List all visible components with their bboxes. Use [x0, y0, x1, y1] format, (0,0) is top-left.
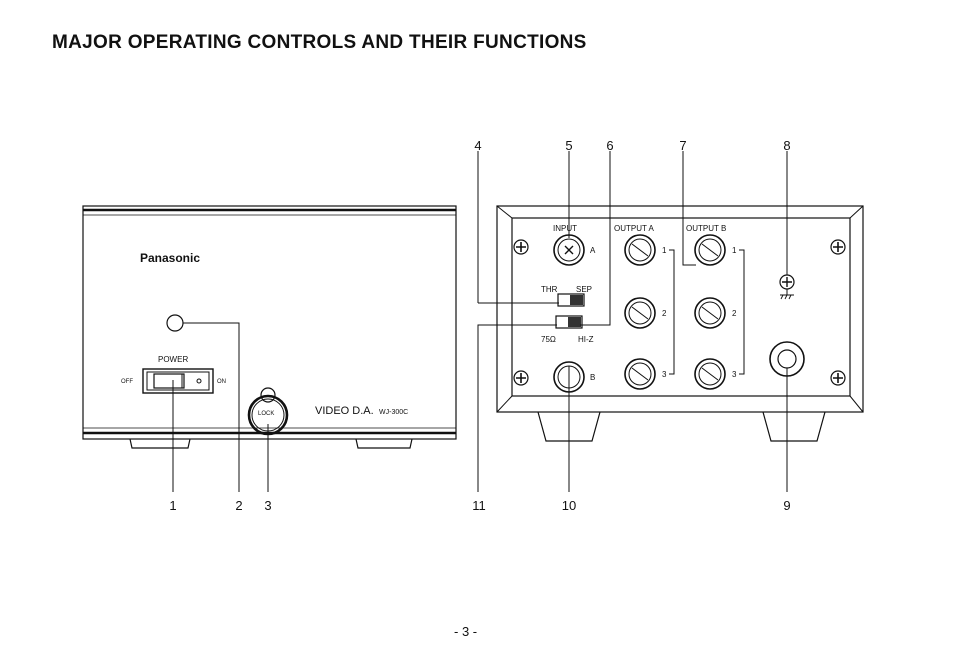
output-a-3-connector[interactable] — [624, 358, 656, 390]
callout-1: 1 — [169, 498, 176, 513]
callout-3: 3 — [264, 498, 271, 513]
output-a-2-connector[interactable] — [624, 297, 656, 329]
input-a-mark: A — [590, 246, 596, 255]
screw-icon — [513, 239, 529, 255]
input-b-connector[interactable] — [553, 361, 585, 393]
screw-icon — [513, 370, 529, 386]
leader-2 — [183, 322, 240, 492]
front-panel: Panasonic POWER OFF ON LOCK VIDEO D.A. W… — [82, 205, 457, 449]
output-b-3-connector[interactable] — [694, 358, 726, 390]
callout-8: 8 — [783, 138, 790, 153]
callout-5: 5 — [565, 138, 572, 153]
leader-11 — [477, 324, 557, 492]
on-label: ON — [217, 379, 226, 385]
ground-icon — [780, 289, 794, 300]
lock-label: LOCK — [258, 411, 274, 417]
input-label: INPUT — [553, 224, 577, 233]
output-b-2-connector[interactable] — [694, 297, 726, 329]
leader-6 — [580, 151, 611, 326]
power-switch[interactable] — [142, 368, 214, 394]
off-label: OFF — [121, 379, 133, 385]
screw-icon — [830, 239, 846, 255]
rear-panel: INPUT OUTPUT A OUTPUT B A B THR SEP 75 — [496, 205, 864, 442]
callout-6: 6 — [606, 138, 613, 153]
sep-label: SEP — [576, 285, 592, 294]
callout-2: 2 — [235, 498, 242, 513]
output-b-1-connector[interactable] — [694, 234, 726, 266]
callout-9: 9 — [783, 498, 790, 513]
brand-logo: Panasonic — [140, 251, 200, 265]
output-a-mark-1: 1 — [662, 246, 667, 255]
output-b-mark-1: 1 — [732, 246, 737, 255]
hiz-label: HI-Z — [578, 335, 594, 344]
page-title: MAJOR OPERATING CONTROLS AND THEIR FUNCT… — [52, 32, 587, 53]
page-number: - 3 - — [454, 624, 478, 639]
input-a-connector[interactable] — [553, 234, 585, 266]
output-b-label: OUTPUT B — [686, 224, 726, 233]
output-b-bracket — [739, 249, 745, 375]
output-a-mark-3: 3 — [662, 370, 667, 379]
ohm-label: 75Ω — [541, 335, 556, 344]
output-b-mark-3: 3 — [732, 370, 737, 379]
impedance-switch[interactable] — [555, 315, 583, 329]
screw-icon — [830, 370, 846, 386]
output-a-mark-2: 2 — [662, 309, 667, 318]
model-number: WJ-300C — [379, 409, 408, 416]
ground-terminal[interactable] — [779, 274, 795, 290]
model-label: VIDEO D.A. — [315, 405, 374, 417]
rear-foot-right — [762, 411, 826, 442]
callout-7: 7 — [679, 138, 686, 153]
output-a-1-connector[interactable] — [624, 234, 656, 266]
thr-sep-switch[interactable] — [557, 293, 585, 307]
front-panel-outline — [82, 205, 457, 440]
front-foot-left — [129, 438, 191, 449]
power-indicator-lamp — [166, 314, 184, 332]
callout-11: 11 — [472, 498, 486, 513]
thr-label: THR — [541, 285, 558, 294]
output-b-mark-2: 2 — [732, 309, 737, 318]
leader-7 — [682, 151, 696, 266]
power-label: POWER — [158, 355, 188, 364]
front-foot-right — [355, 438, 413, 449]
output-a-label: OUTPUT A — [614, 224, 655, 233]
callout-4: 4 — [474, 138, 481, 153]
output-a-bracket — [669, 249, 675, 375]
rear-panel-outline — [496, 205, 864, 413]
input-b-mark: B — [590, 373, 595, 382]
callout-10: 10 — [562, 498, 576, 513]
